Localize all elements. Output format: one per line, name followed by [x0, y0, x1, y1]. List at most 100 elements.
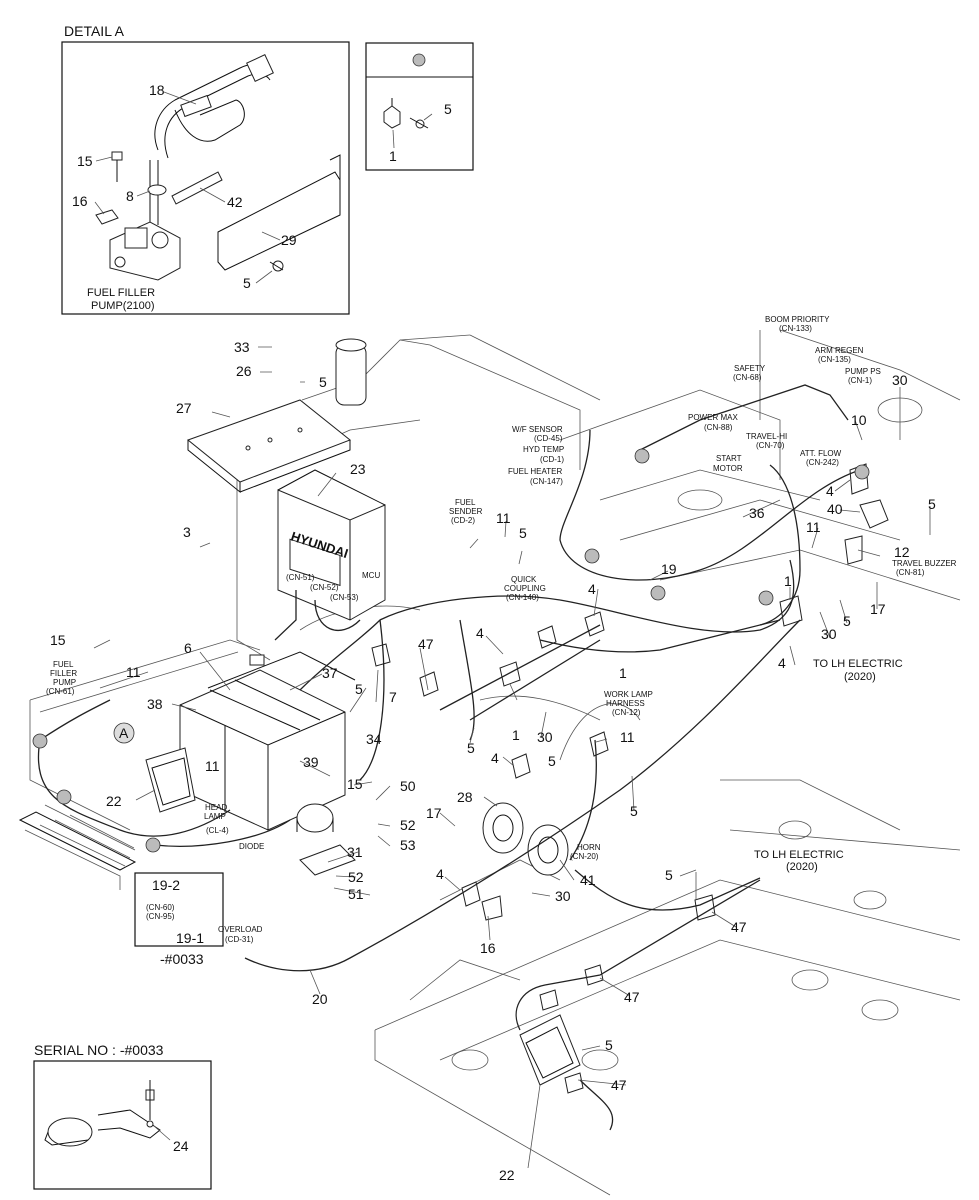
callout-4c: 4	[588, 581, 596, 597]
callout-5g: 5	[928, 496, 936, 512]
thi-label-2: (CN-70)	[756, 441, 785, 450]
callout-4e: 4	[826, 483, 834, 499]
cn95-label: (CN-95)	[146, 912, 175, 921]
callout-11c: 11	[620, 729, 635, 745]
horn-label-1: HORN	[577, 843, 601, 852]
callout-19-2: 19-2	[152, 877, 180, 893]
fh-label-1: FUEL HEATER	[508, 467, 562, 476]
overload-label-1: OVERLOAD	[218, 925, 263, 934]
to-lh-2-label-a: TO LH ELECTRIC	[754, 849, 844, 861]
wf-label-1: W/F SENSOR	[512, 425, 563, 434]
fuel-sender-label-2: SENDER	[449, 507, 483, 516]
callout-5c: 5	[467, 740, 475, 756]
sm-label-1: START	[716, 454, 742, 463]
callout-5d: 5	[548, 753, 556, 769]
head-lamp-label-3: (CL-4)	[206, 826, 229, 835]
callout-5: 5	[243, 275, 251, 291]
cn53-label: (CN-53)	[330, 593, 359, 602]
callout-30a: 30	[555, 888, 571, 904]
quick-label-2: COUPLING	[504, 584, 546, 593]
callout-5j: 5	[665, 867, 673, 883]
indicator-dot-icon	[412, 53, 426, 67]
callout-A: A	[119, 725, 129, 741]
callouts: 33 26 5 27 23 3 15 6 11 38 37 5 34 7 47 …	[50, 339, 936, 1183]
callout-31: 31	[347, 844, 363, 860]
callout-1a: 1	[619, 665, 627, 681]
callout-51: 51	[348, 886, 364, 902]
overload-label-2: (CD-31)	[225, 935, 254, 944]
head-lamp-label-2: LAMP	[204, 812, 226, 821]
pmax-label-2: (CN-88)	[704, 423, 733, 432]
work-lamp-label-2: HARNESS	[606, 699, 645, 708]
callout-19: 19	[661, 561, 677, 577]
to-lh-1-label-b: (2020)	[844, 671, 876, 683]
fuel-sender-label-3: (CD-2)	[451, 516, 475, 525]
connector-labels: FUEL FILLER PUMP (CN-61) HEAD LAMP (CL-4…	[46, 315, 957, 944]
junction-dot-icon	[650, 585, 666, 601]
serial-title: SERIAL NO : -#0033	[34, 1042, 164, 1058]
callout-30c: 30	[821, 626, 837, 642]
callout-27: 27	[176, 400, 192, 416]
detail-a-marker-icon	[113, 722, 135, 744]
callout-1b: 1	[512, 727, 520, 743]
ff-pump-label-4: (CN-61)	[46, 687, 75, 696]
callout-47d: 47	[611, 1077, 627, 1093]
callout-47a: 47	[418, 636, 434, 652]
callout-15: 15	[77, 153, 93, 169]
arm-label-1: ARM REGEN	[815, 346, 864, 355]
ff-pump-label-2: FILLER	[50, 669, 77, 678]
cn51-label: (CN-51)	[286, 573, 315, 582]
callout-23: 23	[350, 461, 366, 477]
junction-dot-icon	[145, 837, 161, 853]
wiring	[32, 384, 870, 1131]
safety-label-2: (CN-68)	[733, 373, 762, 382]
callout-34: 34	[366, 731, 382, 747]
callout-53: 53	[400, 837, 416, 853]
callout-4b: 4	[491, 750, 499, 766]
att-label-2: (CN-242)	[806, 458, 839, 467]
detail-19-box	[134, 872, 224, 947]
junction-dot-icon	[758, 590, 774, 606]
att-label-1: ATT. FLOW	[800, 449, 842, 458]
callout-3: 3	[183, 524, 191, 540]
wf-label-2: (CD-45)	[534, 434, 563, 443]
cn52-label: (CN-52)	[310, 583, 339, 592]
quick-label-1: QUICK	[511, 575, 537, 584]
callout-33: 33	[234, 339, 250, 355]
safety-label-1: SAFETY	[734, 364, 766, 373]
callout-11d: 11	[496, 510, 511, 526]
hyd-label-2: (CD-1)	[540, 455, 564, 464]
callout-30d: 30	[892, 372, 908, 388]
callout-20: 20	[312, 991, 328, 1007]
callout-17a: 17	[426, 805, 442, 821]
fuel-sender-label-1: FUEL	[455, 498, 476, 507]
callout-40: 40	[827, 501, 843, 517]
quick-label-3: (CN-140)	[506, 593, 539, 602]
hyd-label-1: HYD TEMP	[523, 445, 564, 454]
junction-dot-icon	[854, 464, 870, 480]
callout-12: 12	[894, 544, 910, 560]
serial-callout-24: 24	[173, 1138, 189, 1154]
callout-19-1: 19-1	[176, 930, 204, 946]
boom-label-1: BOOM PRIORITY	[765, 315, 830, 324]
detail-a-panel: DETAIL A	[61, 23, 350, 315]
detail-a-title: DETAIL A	[64, 23, 125, 39]
callout-16: 16	[72, 193, 88, 209]
callout-52a: 52	[400, 817, 416, 833]
inset-panel: 5 1	[365, 42, 474, 171]
callout-30b: 30	[537, 729, 553, 745]
to-lh-2-label-b: (2020)	[786, 861, 818, 873]
inset-callout-5: 5	[444, 101, 452, 117]
pump-label-2: PUMP(2100)	[91, 300, 155, 312]
callout-47b: 47	[731, 919, 747, 935]
pps-label-2: (CN-1)	[848, 376, 872, 385]
callout-4a: 4	[436, 866, 444, 882]
serial-panel: SERIAL NO : -#0033 24	[33, 1042, 212, 1190]
callout-41: 41	[580, 872, 596, 888]
callout-28: 28	[457, 789, 473, 805]
callout-50: 50	[400, 778, 416, 794]
callout-15b: 15	[347, 776, 363, 792]
callout-1c: 1	[784, 573, 792, 589]
fh-label-2: (CN-147)	[530, 477, 563, 486]
callout-38: 38	[147, 696, 163, 712]
